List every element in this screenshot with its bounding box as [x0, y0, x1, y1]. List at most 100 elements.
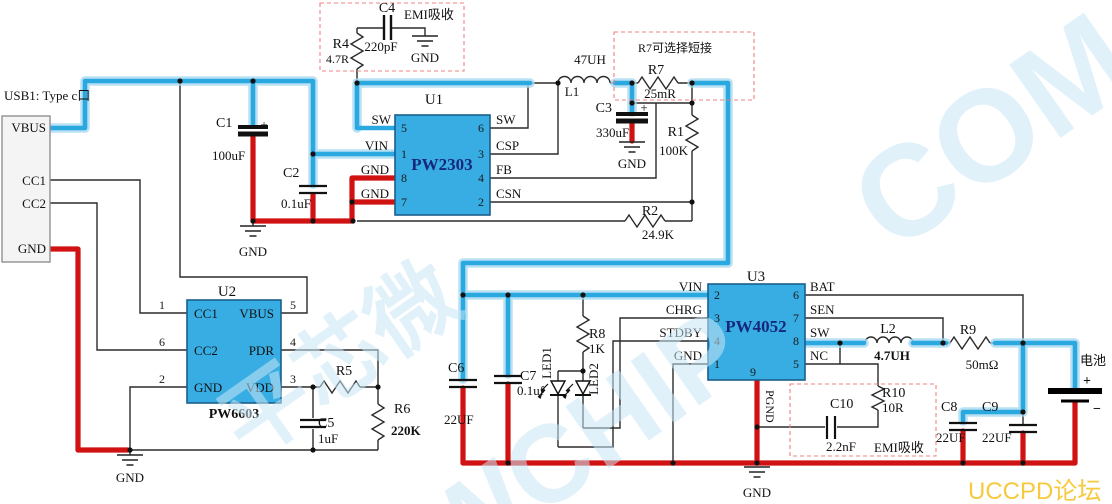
ic-u2-body	[186, 299, 282, 404]
resistor-r10	[870, 385, 886, 411]
led1-ref: LED1	[539, 347, 554, 379]
c10-val: 2.2nF	[826, 439, 856, 454]
led2-ref: LED2	[586, 363, 601, 395]
c1-ref: C1	[216, 116, 232, 131]
u3-n3: 3	[714, 311, 720, 325]
negative-rail	[47, 120, 1078, 466]
r10-val: 10R	[882, 400, 904, 415]
u1-n2: 2	[478, 195, 484, 209]
battery-minus: −	[1093, 402, 1101, 417]
capacitor-c7	[494, 374, 522, 385]
resistor-r9	[949, 335, 991, 351]
emi-note-1: EMI吸收	[404, 7, 454, 22]
ic-u1-body	[394, 114, 491, 216]
gnd-symbol-c3	[619, 141, 645, 153]
wire-battery-positive	[802, 340, 1078, 424]
u1-pin-csp: CSP	[496, 138, 519, 153]
forum-watermark: UCCPD论坛	[968, 478, 1101, 504]
resistor-r4	[349, 32, 365, 70]
c3-plus: +	[640, 100, 647, 115]
u1-part: PW2303	[411, 155, 472, 174]
u1-n5: 5	[401, 121, 407, 135]
c9-val: 22UF	[982, 430, 1012, 445]
gnd-symbol-c4	[412, 35, 438, 47]
c10-ref: C10	[830, 397, 853, 412]
u3-n1: 1	[714, 357, 720, 371]
resistor-r6	[370, 403, 386, 441]
u1-pin-gnd7: GND	[361, 186, 389, 201]
r7-note: R7可选择短接	[638, 40, 712, 55]
c6-val: 22UF	[444, 412, 474, 427]
u3-n5: 5	[793, 357, 799, 371]
battery-label: 电池	[1080, 353, 1106, 368]
r8-val: 1K	[589, 341, 606, 356]
u3-pin-gnd: GND	[674, 348, 702, 363]
r9-ref: R9	[960, 323, 976, 338]
capacitor-c5	[300, 418, 326, 429]
capacitor-c6	[449, 378, 477, 389]
gnd-symbol-c1	[240, 225, 266, 237]
capacitor-c1	[238, 125, 268, 137]
u1-pin-gnd8: GND	[361, 162, 389, 177]
u3-ref: U3	[747, 269, 765, 285]
u1-n4: 4	[478, 171, 484, 185]
r1-val: 100K	[659, 143, 689, 158]
u1-ref: U1	[425, 92, 443, 108]
c8-val: 22UF	[936, 430, 966, 445]
emi-snubber-box-2	[789, 383, 937, 457]
u3-pin-sen: SEN	[810, 302, 835, 317]
c9-ref: C9	[982, 400, 998, 415]
c3-ref: C3	[596, 101, 612, 116]
u3-n9: 9	[750, 365, 756, 379]
u2-pin-gnd: GND	[194, 380, 222, 395]
u2-pin-vbus: VBUS	[239, 306, 274, 321]
resistors	[319, 32, 991, 441]
wire-u3-left	[558, 317, 708, 463]
u3-part: PW4052	[725, 317, 786, 336]
usb-pin-gnd: GND	[18, 241, 46, 256]
r4-ref: R4	[333, 37, 349, 52]
u1-n3: 3	[478, 147, 484, 161]
c7-val: 0.1uf	[517, 383, 545, 398]
gnd-label-main: GND	[743, 485, 771, 500]
gnd-label-u2: GND	[116, 470, 144, 485]
c1-plus: +	[260, 117, 267, 132]
wire-r4-c4	[356, 27, 426, 83]
u1-n8: 8	[401, 171, 407, 185]
resistor-r2	[624, 213, 666, 229]
u3-pin-vin: VIN	[679, 279, 703, 294]
wire-u2-gnd	[129, 386, 378, 451]
c8-ref: C8	[941, 400, 957, 415]
r8-ref: R8	[589, 327, 605, 342]
u2-part: PW6603	[209, 407, 260, 422]
c6-ref: C6	[448, 361, 464, 376]
c2-ref: C2	[283, 166, 299, 181]
c3-val: 330uF	[596, 125, 629, 140]
capacitor-c2	[299, 184, 327, 195]
led2-symbol	[562, 380, 592, 399]
l2-ref: L2	[880, 322, 896, 337]
usb-pin-cc2: CC2	[22, 196, 46, 211]
r5-ref: R5	[336, 364, 352, 379]
pgnd-label: PGND	[763, 390, 777, 423]
r2-ref: R2	[642, 204, 658, 219]
r1-ref: R1	[668, 125, 684, 140]
wire-led-branch	[557, 295, 584, 447]
r7-option-box	[613, 31, 755, 101]
u3-pin-stdby: STDBY	[659, 325, 702, 340]
inductor-l2	[864, 336, 914, 344]
battery-plus: +	[1083, 374, 1091, 389]
r4-val: 4.7R	[326, 52, 349, 66]
battery-symbol	[1048, 388, 1102, 403]
gnd-label-c1: GND	[239, 244, 267, 259]
u3-n2: 2	[714, 288, 720, 302]
u2-ref: U2	[218, 284, 236, 300]
r2-val: 24.9K	[642, 227, 675, 242]
c5-ref: C5	[318, 416, 334, 431]
wire-bottom-gnd-bus	[460, 381, 1078, 466]
u3-n4: 4	[714, 334, 720, 348]
u1-pin-fb: FB	[496, 162, 512, 177]
r6-ref: R6	[394, 402, 410, 417]
